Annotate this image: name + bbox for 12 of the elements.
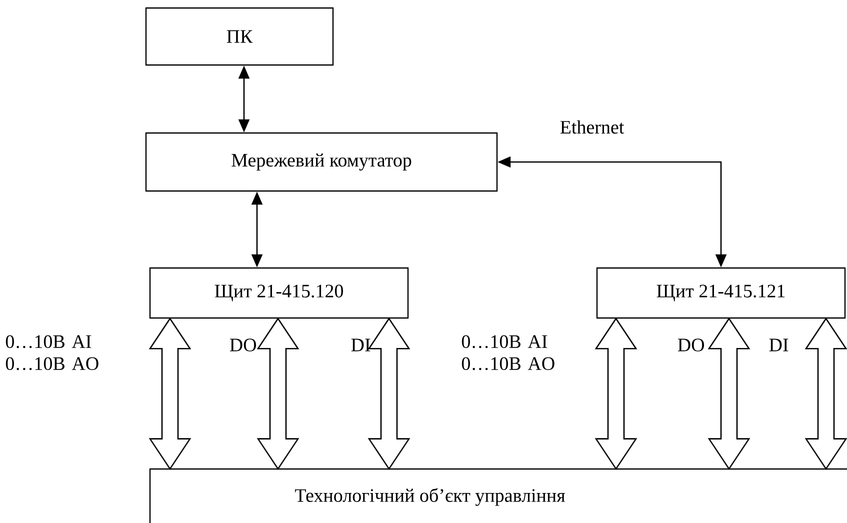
- edge-label: DO: [678, 338, 704, 352]
- process-box: Мережевий комутатор: [145, 132, 498, 192]
- edge-label: 0…10В AI 0…10В AO: [6, 335, 98, 370]
- edge-label: DI: [769, 338, 788, 352]
- edge-label: Ethernet: [560, 120, 624, 134]
- edge-label: 0…10В AI 0…10В AO: [462, 335, 554, 370]
- process-box: Щит 21-415.120: [149, 267, 409, 319]
- object-box: Технологічний об’єкт управління: [149, 468, 847, 523]
- edge-label: DO: [230, 338, 256, 352]
- process-box: ПК: [145, 7, 334, 66]
- edge-label: DI: [351, 338, 370, 352]
- process-box: Щит 21-415.121: [596, 267, 846, 319]
